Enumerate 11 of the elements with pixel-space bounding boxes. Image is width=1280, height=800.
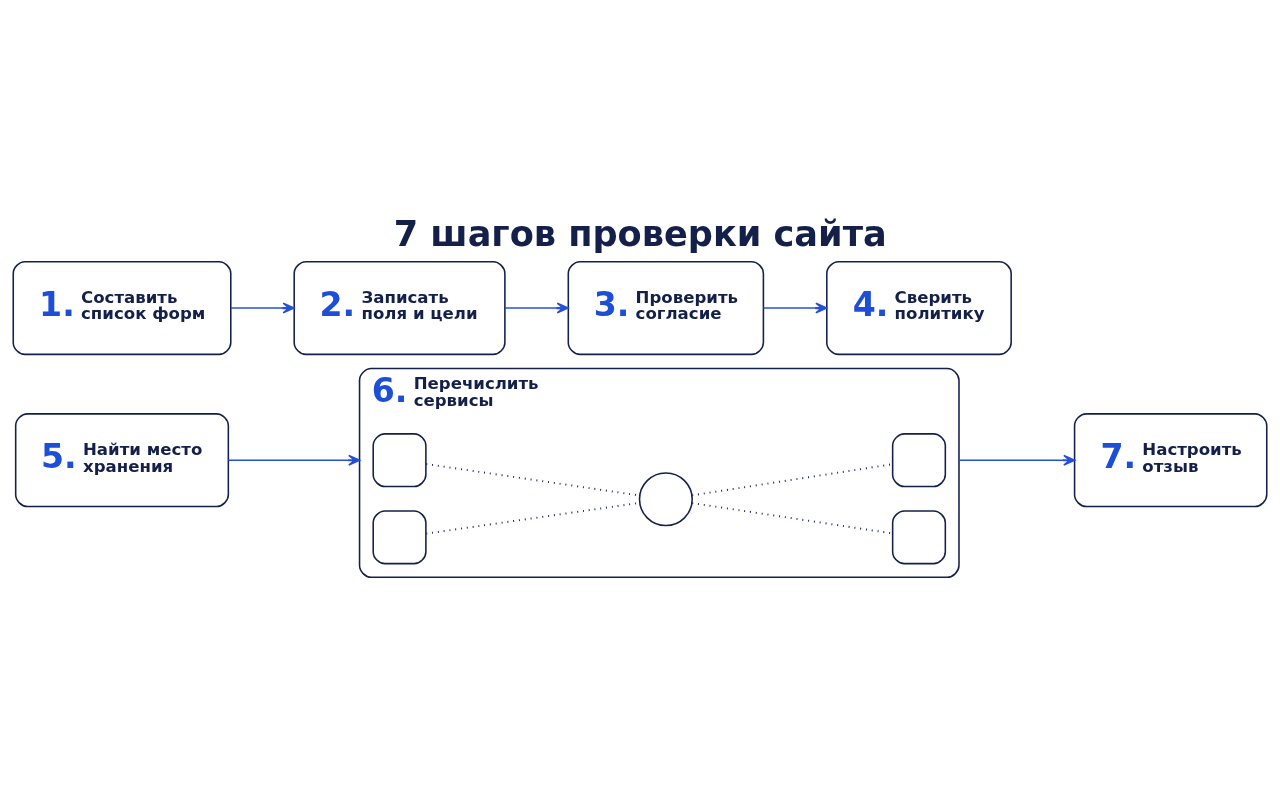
- arrow: [230, 302, 295, 314]
- node-box: [891, 510, 947, 565]
- node-box: [891, 433, 947, 488]
- arrow: [227, 454, 361, 466]
- node-box: [372, 510, 427, 565]
- arrow: [958, 454, 1076, 466]
- node-box: [372, 433, 427, 488]
- node-circle: [638, 472, 693, 527]
- arrow: [504, 302, 569, 314]
- arrow: [762, 302, 828, 314]
- diagram-title: 7 шагов проверки сайта: [393, 212, 887, 254]
